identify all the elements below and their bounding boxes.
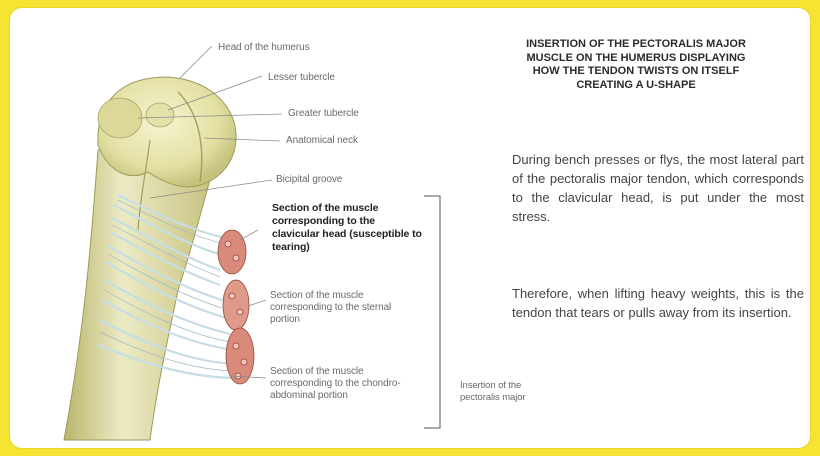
paragraph-1: During bench presses or flys, the most l… <box>512 150 804 226</box>
label-chondro-section: Section of the muscle corresponding to t… <box>270 366 420 402</box>
label-insertion: Insertion of the pectoralis major <box>460 380 560 404</box>
paragraph-2: Therefore, when lifting heavy weights, t… <box>512 284 804 322</box>
label-clavicular-section: Section of the muscle corresponding to t… <box>272 202 422 254</box>
label-anatomical-neck: Anatomical neck <box>286 135 358 147</box>
label-sternal-section: Section of the muscle corresponding to t… <box>270 290 400 326</box>
label-lesser-tubercle: Lesser tubercle <box>268 72 335 84</box>
greater-tubercle <box>98 98 142 138</box>
label-head-of-humerus: Head of the humerus <box>218 42 310 54</box>
bracket <box>424 196 440 428</box>
muscle-sections <box>218 230 254 384</box>
lesser-tubercle <box>146 103 174 127</box>
label-bicipital-groove: Bicipital groove <box>276 174 342 186</box>
label-greater-tubercle: Greater tubercle <box>288 108 359 120</box>
page-title: INSERTION OF THE PECTORALIS MAJOR MUSCLE… <box>512 38 760 92</box>
